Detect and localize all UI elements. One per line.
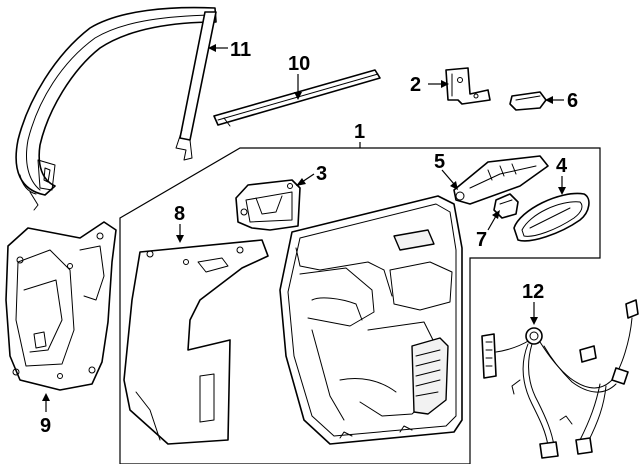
assembly-frame bbox=[119, 147, 601, 464]
callout-4: 4 bbox=[556, 155, 568, 177]
clip bbox=[509, 91, 547, 111]
switch-assembly bbox=[453, 155, 549, 205]
callout-6: 6 bbox=[567, 90, 578, 112]
callout-2: 2 bbox=[410, 74, 421, 96]
hinge-bracket bbox=[445, 67, 491, 105]
callout-9: 9 bbox=[40, 415, 51, 437]
wiring-harness bbox=[481, 299, 639, 459]
leader-lines bbox=[42, 44, 566, 412]
callout-8: 8 bbox=[174, 203, 185, 225]
callout-5: 5 bbox=[434, 151, 445, 173]
water-deflector bbox=[123, 239, 269, 445]
small-switch bbox=[493, 193, 519, 219]
glass-run-channel bbox=[15, 6, 217, 211]
module-panel bbox=[5, 221, 117, 391]
callout-12: 12 bbox=[522, 281, 544, 303]
callouts: 11 10 2 6 1 3 5 4 7 8 9 12 bbox=[40, 39, 578, 437]
callout-3: 3 bbox=[316, 163, 327, 185]
callout-1: 1 bbox=[354, 121, 365, 143]
door-trim-panel bbox=[279, 195, 463, 445]
callout-10: 10 bbox=[288, 53, 310, 75]
callout-11: 11 bbox=[230, 39, 251, 61]
callout-7: 7 bbox=[476, 229, 487, 251]
handle-bezel bbox=[513, 192, 590, 242]
inside-handle bbox=[235, 179, 301, 231]
